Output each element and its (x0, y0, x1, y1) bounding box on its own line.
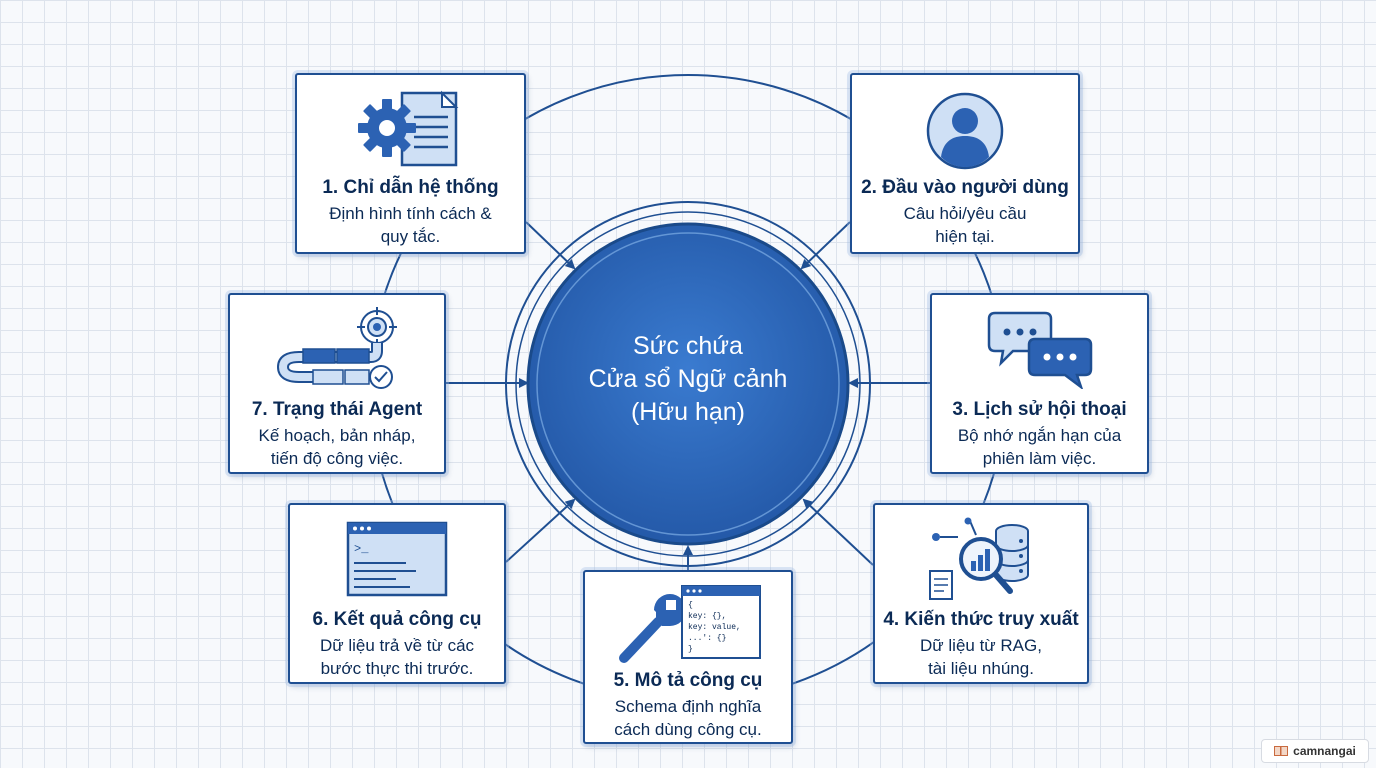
node-description: Dữ liệu từ RAG, tài liệu nhúng. (875, 634, 1087, 680)
wrench-icon (619, 594, 686, 663)
node-description-line2: quy tắc. (380, 227, 441, 246)
book-icon (1274, 746, 1289, 756)
node-title: 3. Lịch sử hội thoại (952, 399, 1127, 420)
center-label-line2: Cửa sổ Ngữ cảnh (588, 365, 788, 393)
gear-document-icon (297, 89, 524, 173)
node-conversation-history: 3. Lịch sử hội thoại Bộ nhớ ngắn hạn của… (930, 293, 1149, 474)
center-ring-inner (536, 232, 840, 536)
node-title: 2. Đầu vào người dùng (861, 177, 1069, 198)
target-icon (357, 307, 397, 347)
center-label-line3: (Hữu hạn) (630, 398, 745, 426)
node-tool-results: >_ 6. Kết quả công cụ Dữ liệu trả về từ … (288, 503, 506, 684)
node-description-line2: tiến độ công việc. (270, 449, 404, 468)
node-title: 5. Mô tả công cụ (613, 670, 763, 691)
arrow-system-instructions (525, 221, 576, 270)
node-user-input: 2. Đầu vào người dùng Câu hỏi/yêu cầu hi… (850, 73, 1080, 254)
node-description-line1: Schema định nghĩa (614, 697, 762, 716)
node-system-instructions: 1. Chỉ dẫn hệ thống Định hình tính cách … (295, 73, 526, 254)
watermark-text: camnangai (1293, 744, 1356, 758)
code-line: { (688, 601, 693, 610)
node-title: 1. Chỉ dẫn hệ thống (322, 177, 499, 198)
node-description: Câu hỏi/yêu cầu hiện tại. (852, 202, 1078, 248)
node-description-line2: tài liệu nhúng. (928, 659, 1034, 678)
terminal-window-icon: >_ (290, 519, 504, 599)
arrow-user-input (800, 221, 851, 270)
node-description-line1: Kế hoạch, bản nháp, (258, 426, 416, 445)
terminal-prompt: >_ (354, 542, 369, 556)
node-description: Dữ liệu trả về từ các bước thực thi trướ… (290, 634, 504, 680)
node-description-line1: Câu hỏi/yêu cầu (903, 204, 1027, 223)
node-description-line1: Bộ nhớ ngắn hạn của (957, 426, 1122, 445)
center-label-line1: Sức chứa (633, 332, 743, 360)
node-description: Bộ nhớ ngắn hạn của phiên làm việc. (932, 424, 1147, 470)
node-retrieved-knowledge: 4. Kiến thức truy xuất Dữ liệu từ RAG, t… (873, 503, 1089, 684)
database-search-icon (875, 517, 1087, 605)
node-description-line2: cách dùng công cụ. (614, 720, 762, 739)
arrow-retrieved-knowledge (802, 498, 874, 566)
node-description-line1: Dữ liệu trả về từ các (319, 636, 475, 655)
node-description-line2: hiện tại. (935, 227, 995, 246)
node-title: 6. Kết quả công cụ (312, 609, 482, 630)
node-description: Kế hoạch, bản nháp, tiến độ công việc. (230, 424, 444, 470)
node-description-line1: Dữ liệu từ RAG, (920, 636, 1042, 655)
code-line: key: {}, (688, 612, 726, 621)
code-line: key: value, (688, 623, 741, 632)
node-description: Schema định nghĩa cách dùng công cụ. (585, 695, 791, 741)
node-tool-description: { key: {}, key: value, ...': {} } 5. Mô … (583, 570, 793, 744)
node-description-line2: phiên làm việc. (982, 449, 1097, 468)
center-label: Sức chứa Cửa sổ Ngữ cảnh (Hữu hạn) (530, 330, 846, 429)
code-line: ...': {} (688, 634, 726, 643)
checkmark-icon (369, 365, 393, 389)
user-avatar-icon (852, 89, 1078, 173)
arrow-tool-results (505, 498, 576, 563)
node-description-line2: bước thực thi trước. (320, 659, 474, 678)
node-agent-state: 7. Trạng thái Agent Kế hoạch, bản nháp, … (228, 293, 446, 474)
code-window-icon: { key: {}, key: value, ...': {} } (681, 585, 761, 659)
wrench-code-icon: { key: {}, key: value, ...': {} } (585, 582, 791, 664)
code-line: } (688, 645, 693, 654)
node-title: 4. Kiến thức truy xuất (883, 609, 1079, 630)
progress-path-target-icon (230, 305, 444, 393)
node-description: Định hình tính cách & quy tắc. (297, 202, 524, 248)
node-description-line1: Định hình tính cách & (329, 204, 492, 223)
watermark-badge: camnangai (1261, 739, 1369, 763)
node-title: 7. Trạng thái Agent (251, 399, 423, 420)
chat-bubbles-icon (932, 309, 1147, 389)
